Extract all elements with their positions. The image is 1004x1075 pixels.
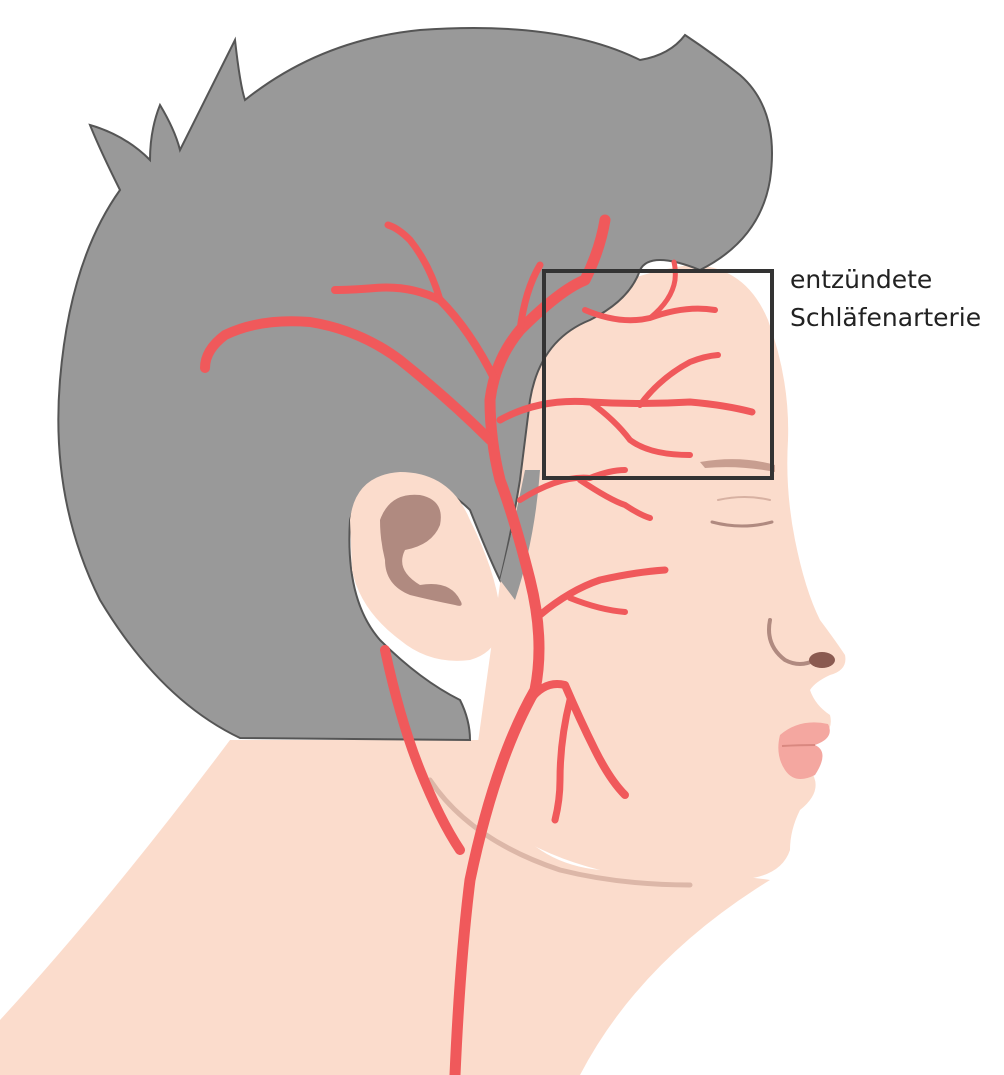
callout-label-line-1: entzündete — [790, 264, 932, 296]
nostril — [809, 652, 835, 668]
lip-line — [782, 745, 815, 746]
callout-label-line-2: Schläfenarterie — [790, 302, 981, 334]
lips — [778, 722, 829, 779]
